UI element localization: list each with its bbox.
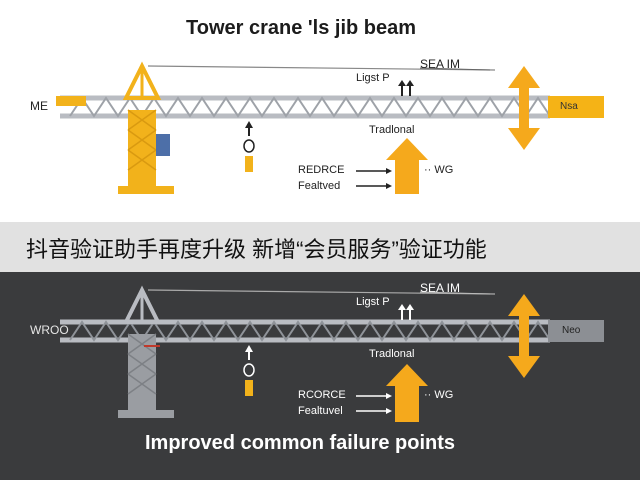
bottom-sea-pointer — [419, 291, 491, 295]
bottom-force-label: RCORCE — [298, 389, 346, 401]
top-diagram-panel: Tower crane 'ls jib beam ME SEA IM Ligst… — [0, 0, 640, 222]
top-light-arrows — [398, 80, 414, 96]
bottom-crane-drawing — [60, 285, 604, 422]
top-small-indicator — [243, 121, 255, 172]
bottom-small-indicator — [243, 345, 255, 396]
banner-text: 抖音验证助手再度升级 新增“会员服务”验证功能 — [26, 237, 487, 262]
top-traditional-label: Tradlonal — [369, 124, 415, 136]
bottom-vertical-double-arrow — [508, 294, 540, 378]
bottom-failure-label: Fealtuvel — [298, 405, 343, 417]
bottom-light-label: Ligst P — [356, 296, 390, 308]
top-title: Tower crane 'ls jib beam — [186, 17, 417, 39]
bottom-left-tag: WROO — [30, 323, 69, 337]
top-force-label: REDRCE — [298, 164, 345, 176]
top-light-label: Ligst P — [356, 72, 390, 84]
top-sea-label: SEA IM — [420, 57, 461, 71]
top-force-up-arrow — [386, 138, 428, 194]
top-cable — [147, 65, 496, 71]
bottom-right-box — [548, 320, 604, 342]
bottom-force-up-arrow — [386, 364, 428, 422]
bottom-diagram-panel: WROO SEA IM Ligst P Tradlonal RCORCE ·· … — [0, 272, 640, 480]
bottom-light-arrows — [398, 304, 414, 320]
top-vertical-double-arrow — [508, 66, 540, 150]
bottom-right-box-label: Neo — [562, 325, 581, 336]
top-wg-label: ·· WG — [424, 164, 454, 176]
top-right-box-label: Nsa — [560, 101, 578, 112]
overlay-banner: 抖音验证助手再度升级 新增“会员服务”验证功能 — [0, 222, 640, 272]
bottom-wg-label: ·· WG — [424, 389, 454, 401]
top-sea-pointer — [419, 67, 491, 71]
top-right-box — [548, 96, 604, 118]
top-crane-mast — [118, 61, 174, 194]
top-left-tag: ME — [30, 99, 48, 113]
bottom-caption: Improved common failure points — [145, 432, 456, 454]
bottom-crane-mast — [118, 285, 174, 418]
top-crane-drawing — [56, 61, 604, 194]
bottom-traditional-label: Tradlonal — [369, 348, 415, 360]
top-failure-label: Fealtved — [298, 180, 341, 192]
bottom-sea-label: SEA IM — [420, 281, 461, 295]
top-counter-jib — [56, 96, 86, 106]
bottom-cable — [147, 289, 496, 295]
